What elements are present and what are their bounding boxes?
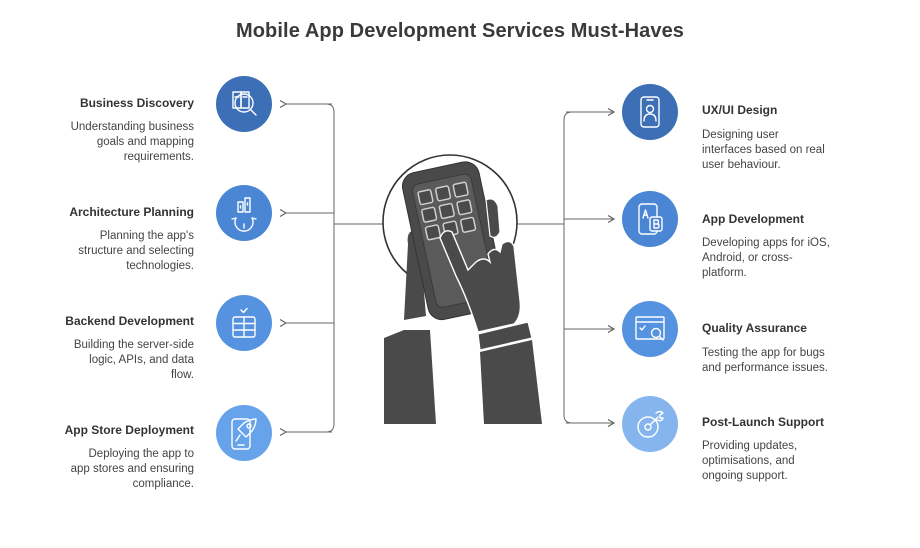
ux-ui-design-title: UX/UI Design <box>702 103 778 117</box>
architecture-planning-desc: Planning the app's structure and selecti… <box>78 230 194 272</box>
phone-user-icon <box>622 84 678 140</box>
gear-structure-icon <box>216 185 272 241</box>
server-database-icon <box>216 295 272 351</box>
architecture-planning-title: Architecture Planning <box>69 205 194 219</box>
target-wrench-icon <box>622 396 678 452</box>
hand-phone-illustration <box>382 154 542 424</box>
app-development-desc: Developing apps for iOS, Android, or cro… <box>702 237 830 279</box>
business-discovery-title: Business Discovery <box>79 96 194 110</box>
document-search-icon <box>216 76 272 132</box>
left-bracket-line <box>288 103 335 433</box>
window-search-icon <box>622 301 678 357</box>
business-discovery-desc: Understanding business goals and mapping… <box>70 121 194 163</box>
post-launch-support-title: Post-Launch Support <box>702 415 824 429</box>
backend-development-title: Backend Development <box>65 314 194 328</box>
right-bracket-line <box>563 111 612 424</box>
app-development-title: App Development <box>702 212 805 226</box>
phone-ab-icon <box>622 191 678 247</box>
quality-assurance-desc: Testing the app for bugs and performance… <box>702 347 828 374</box>
app-store-deployment-desc: Deploying the app to app stores and ensu… <box>70 448 194 490</box>
ux-ui-design-desc: Designing user interfaces based on real … <box>702 129 825 171</box>
page-title: Mobile App Development Services Must-Hav… <box>235 20 685 42</box>
backend-development-desc: Building the server-side logic, APIs, an… <box>73 339 194 381</box>
app-store-deployment-title: App Store Deployment <box>64 423 194 437</box>
post-launch-support-desc: Providing updates, optimisations, and on… <box>702 440 798 482</box>
quality-assurance-title: Quality Assurance <box>702 321 807 335</box>
phone-rocket-icon <box>216 405 272 461</box>
